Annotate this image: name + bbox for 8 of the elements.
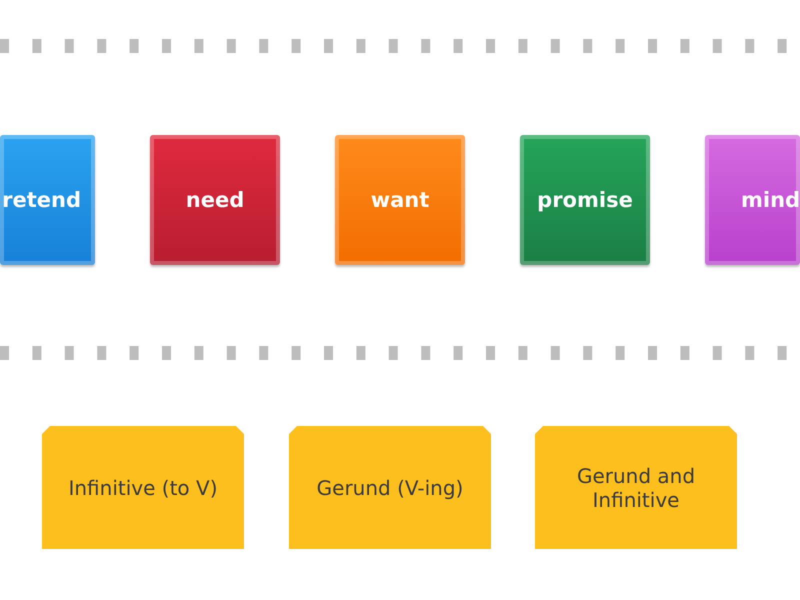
word-card: retend bbox=[0, 135, 95, 265]
category-box: Infinitive (to V) bbox=[42, 426, 244, 549]
word-card: promise bbox=[520, 135, 650, 265]
word-card: want bbox=[335, 135, 465, 265]
category-box: Gerund and Infinitive bbox=[535, 426, 737, 549]
word-card: need bbox=[150, 135, 280, 265]
category-box: Gerund (V-ing) bbox=[289, 426, 491, 549]
word-card: mind bbox=[705, 135, 800, 265]
